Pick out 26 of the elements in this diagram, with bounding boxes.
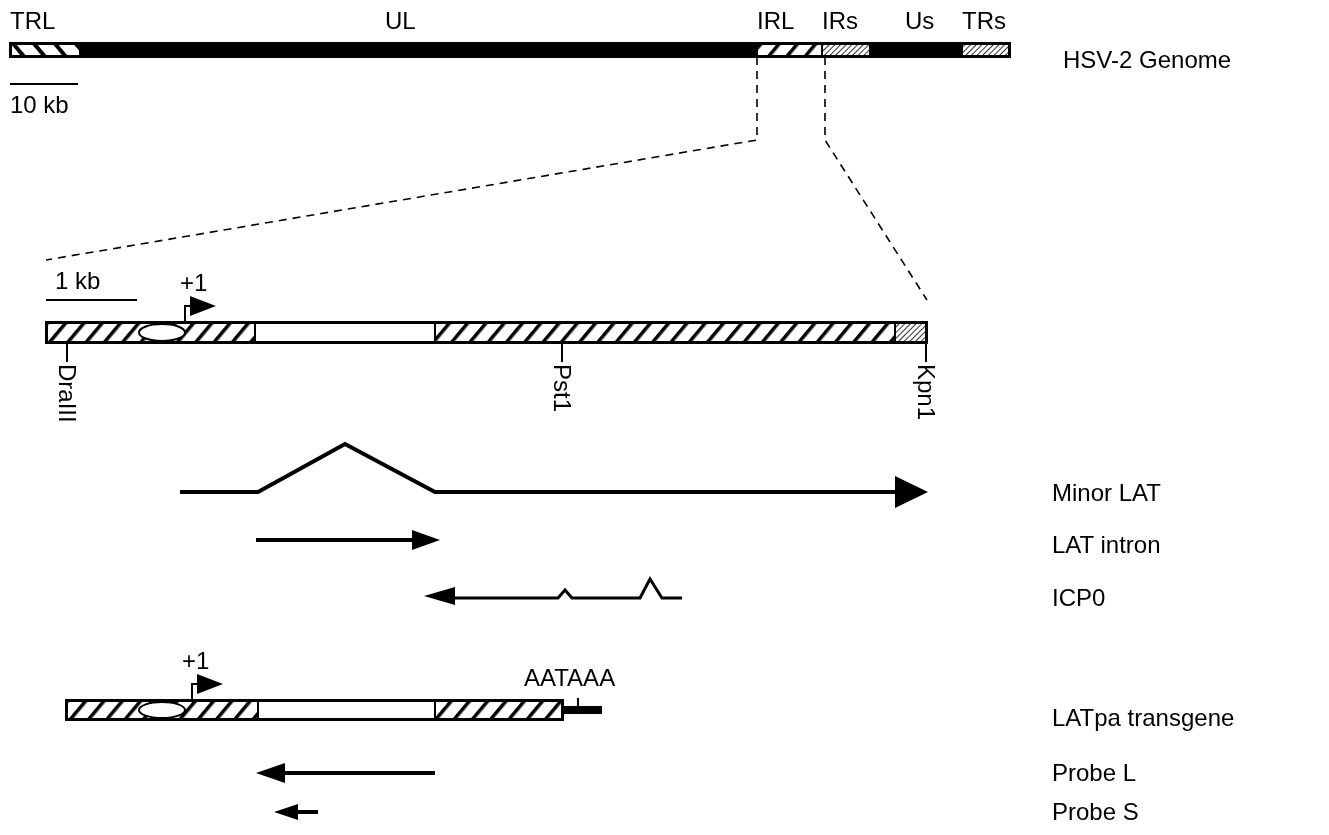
segment-label: TRL (10, 8, 56, 34)
restriction-site-label: DraIII (54, 364, 80, 423)
segment-label: IRs (822, 8, 858, 34)
genome-label: HSV-2 Genome (1063, 47, 1232, 73)
start-site-label: +1 (180, 270, 208, 296)
start-site-label: +1 (182, 648, 210, 674)
transcript-label: ICP0 (1052, 585, 1106, 611)
probe-label: Probe L (1052, 760, 1137, 786)
transcript-label: LAT intron (1052, 532, 1161, 558)
restriction-site-label: Kpn1 (913, 364, 939, 421)
lat-region-map-bar (46, 322, 927, 343)
segment-label: UL (385, 8, 416, 34)
segment-label: IRL (757, 8, 795, 34)
segment-label: Us (905, 8, 935, 34)
scale-label: 1 kb (55, 268, 101, 294)
restriction-site-label: Pst1 (549, 364, 575, 413)
probe-label: Probe S (1052, 799, 1139, 825)
zoom-guide-line (824, 56, 928, 301)
zoom-guide-line (45, 56, 758, 261)
polya-signal-label: AATAAA (524, 665, 616, 691)
genome-map-bar (10, 43, 1010, 57)
construct-label: LATpa transgene (1052, 705, 1235, 731)
transcript-label: Minor LAT (1052, 480, 1161, 506)
scale-label: 10 kb (10, 92, 69, 118)
segment-label: TRs (962, 8, 1006, 34)
transgene-map-bar (66, 700, 563, 720)
